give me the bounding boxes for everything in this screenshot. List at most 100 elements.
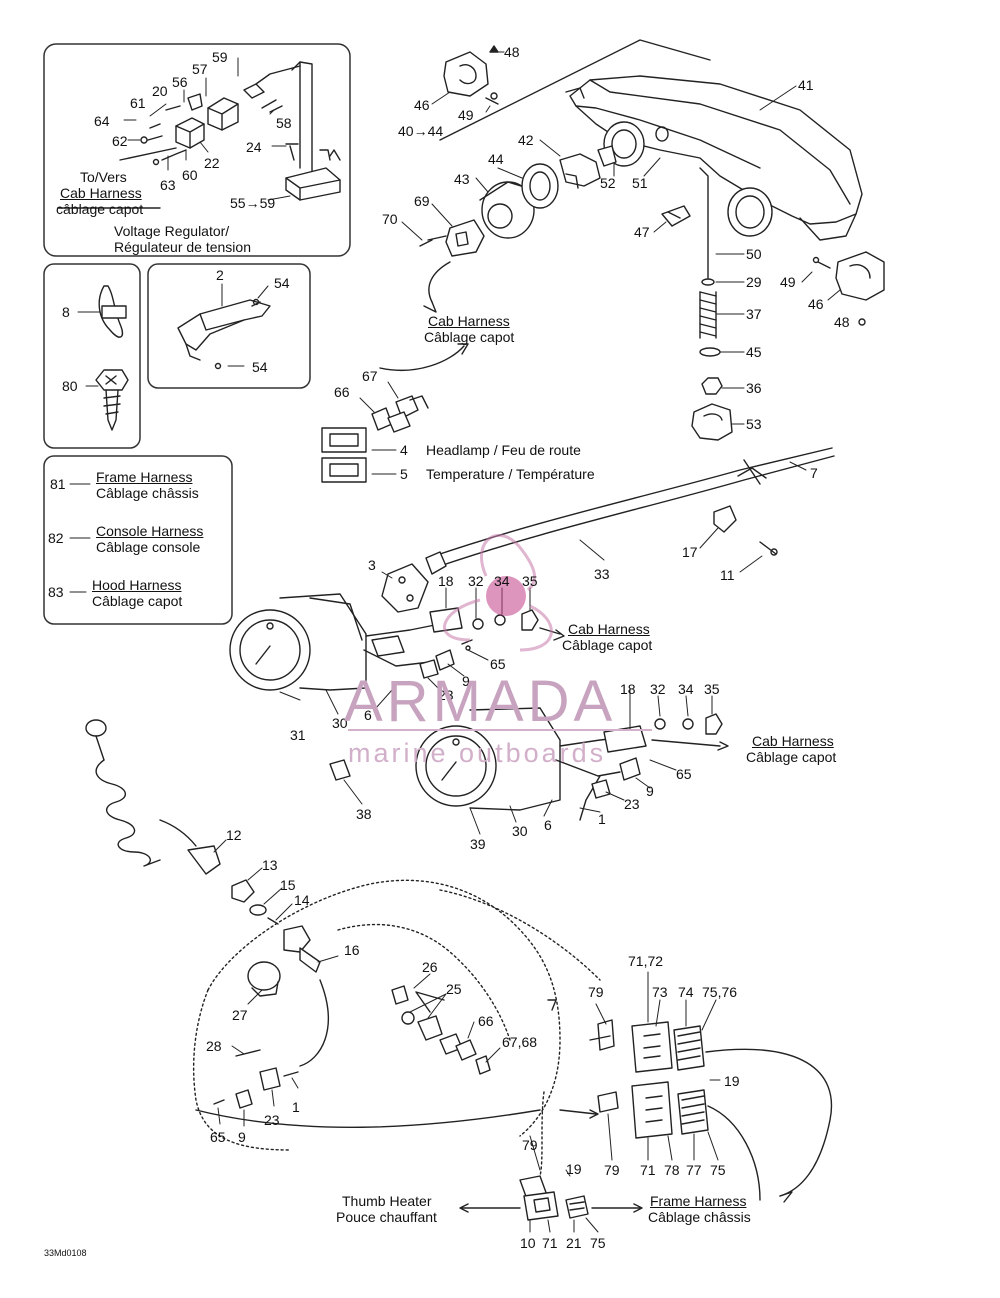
voltage-regulator-label: Voltage Regulator/ xyxy=(114,223,230,239)
part-52: 52 xyxy=(600,175,616,191)
part-32-lower: 32 xyxy=(650,681,666,697)
part-23-left: 23 xyxy=(264,1112,280,1128)
screw-80 xyxy=(95,369,129,431)
legend-81-number: 81 xyxy=(50,476,66,492)
part-19-lower: 19 xyxy=(566,1161,582,1177)
part-15: 15 xyxy=(280,877,296,893)
part-11: 11 xyxy=(720,567,735,583)
part-14: 14 xyxy=(294,892,310,908)
headlamp-housing-41 xyxy=(565,75,863,241)
part-57: 57 xyxy=(192,61,208,77)
part-53: 53 xyxy=(746,416,762,432)
part-49-right: 49 xyxy=(780,274,796,290)
part-24: 24 xyxy=(246,139,262,155)
legend-frame-harness-en: Frame Harness xyxy=(96,469,193,485)
part-79-middle: 79 xyxy=(522,1137,538,1153)
part-30-upper: 30 xyxy=(332,715,348,731)
part-80: 80 xyxy=(62,378,78,394)
key-switch-stack xyxy=(231,879,321,973)
watermark-logo-mark xyxy=(443,533,553,652)
part-71-bottom: 71 xyxy=(542,1235,558,1251)
part-46-right: 46 xyxy=(808,296,824,312)
part-78: 78 xyxy=(664,1162,680,1178)
cab-harness-low-en: Cab Harness xyxy=(752,733,834,749)
left-grip-wiring xyxy=(195,979,541,1129)
connector-block xyxy=(547,999,833,1203)
part-5: 5 xyxy=(400,466,408,482)
handlebar-outline xyxy=(192,879,601,1151)
to-vers-label: To/Vers xyxy=(80,169,127,185)
switch-assembly-lower xyxy=(391,985,491,1075)
legend-console-harness-en: Console Harness xyxy=(96,523,204,539)
part-49-top: 49 xyxy=(458,107,474,123)
part-30-lower: 30 xyxy=(512,823,528,839)
adjuster-column xyxy=(691,167,733,441)
switch-assembly-top xyxy=(321,343,469,483)
thumb-heater-fr: Pouce chauffant xyxy=(336,1209,437,1225)
voltage-regulator-assembly xyxy=(57,61,341,209)
part-16: 16 xyxy=(344,942,360,958)
part-33: 33 xyxy=(594,566,610,582)
part-56: 56 xyxy=(172,74,188,90)
legend-hood-harness-fr: Câblage capot xyxy=(92,593,183,609)
part-40-44: 40→44 xyxy=(398,123,444,139)
part-38: 38 xyxy=(356,806,372,822)
part-37: 37 xyxy=(746,306,762,322)
part-22: 22 xyxy=(204,155,220,171)
part-79-lower: 79 xyxy=(604,1162,620,1178)
part-10: 10 xyxy=(520,1235,536,1251)
part-79-upper: 79 xyxy=(588,984,604,1000)
part-66-lower: 66 xyxy=(478,1013,494,1029)
part-20: 20 xyxy=(152,83,168,99)
part-23-lower: 23 xyxy=(624,796,640,812)
part-29: 29 xyxy=(746,274,762,290)
part-54-upper: 54 xyxy=(274,275,290,291)
cab-harness-top-fr: Câblage capot xyxy=(424,329,515,345)
part-67: 67 xyxy=(362,368,378,384)
part-7: 7 xyxy=(810,465,818,481)
part-47: 47 xyxy=(634,224,650,240)
part-39: 39 xyxy=(470,836,486,852)
cab-harness-low-fr: Câblage capot xyxy=(746,749,837,765)
cable-7-33 xyxy=(425,447,835,575)
legend-hood-harness-en: Hood Harness xyxy=(92,577,182,593)
drawing-code: 33Md0108 xyxy=(44,1248,87,1258)
part-21: 21 xyxy=(566,1235,582,1251)
lamp-components xyxy=(419,145,617,313)
legend-frame-harness-fr: Câblage châssis xyxy=(96,485,199,501)
part-64: 64 xyxy=(94,113,110,129)
harness-legend-box xyxy=(43,455,233,625)
lamp-bracket-top xyxy=(443,45,499,105)
part-65-upper: 65 xyxy=(490,656,506,672)
temperature-label: Temperature / Température xyxy=(426,466,595,482)
part-75-lower: 75 xyxy=(710,1162,726,1178)
part-42: 42 xyxy=(518,132,534,148)
cab-harness-mid-en: Cab Harness xyxy=(568,621,650,637)
part-27: 27 xyxy=(232,1007,248,1023)
watermark-tagline: marine outboards xyxy=(348,738,607,768)
thumb-heater-connectors xyxy=(459,1091,643,1221)
part-13: 13 xyxy=(262,857,278,873)
part-25: 25 xyxy=(446,981,462,997)
part-28: 28 xyxy=(206,1038,222,1054)
part-26: 26 xyxy=(422,959,438,975)
part-12: 12 xyxy=(226,827,242,843)
part-36: 36 xyxy=(746,380,762,396)
regulator-cab-harness-label: Cab Harness xyxy=(60,185,142,201)
part-17: 17 xyxy=(682,544,698,560)
fastener-box xyxy=(43,263,141,449)
cab-harness-top-en: Cab Harness xyxy=(428,313,510,329)
part-63: 63 xyxy=(160,177,176,193)
part-67-68: 67,68 xyxy=(502,1034,538,1050)
regulator-box xyxy=(43,43,351,257)
tether-cord-12 xyxy=(85,719,221,875)
part-66-top: 66 xyxy=(334,384,350,400)
part-43: 43 xyxy=(454,171,470,187)
legend-82-number: 82 xyxy=(48,530,64,546)
part-32-upper: 32 xyxy=(468,573,484,589)
part-35-lower: 35 xyxy=(704,681,720,697)
part-19-right: 19 xyxy=(724,1073,740,1089)
part-3: 3 xyxy=(368,557,376,573)
